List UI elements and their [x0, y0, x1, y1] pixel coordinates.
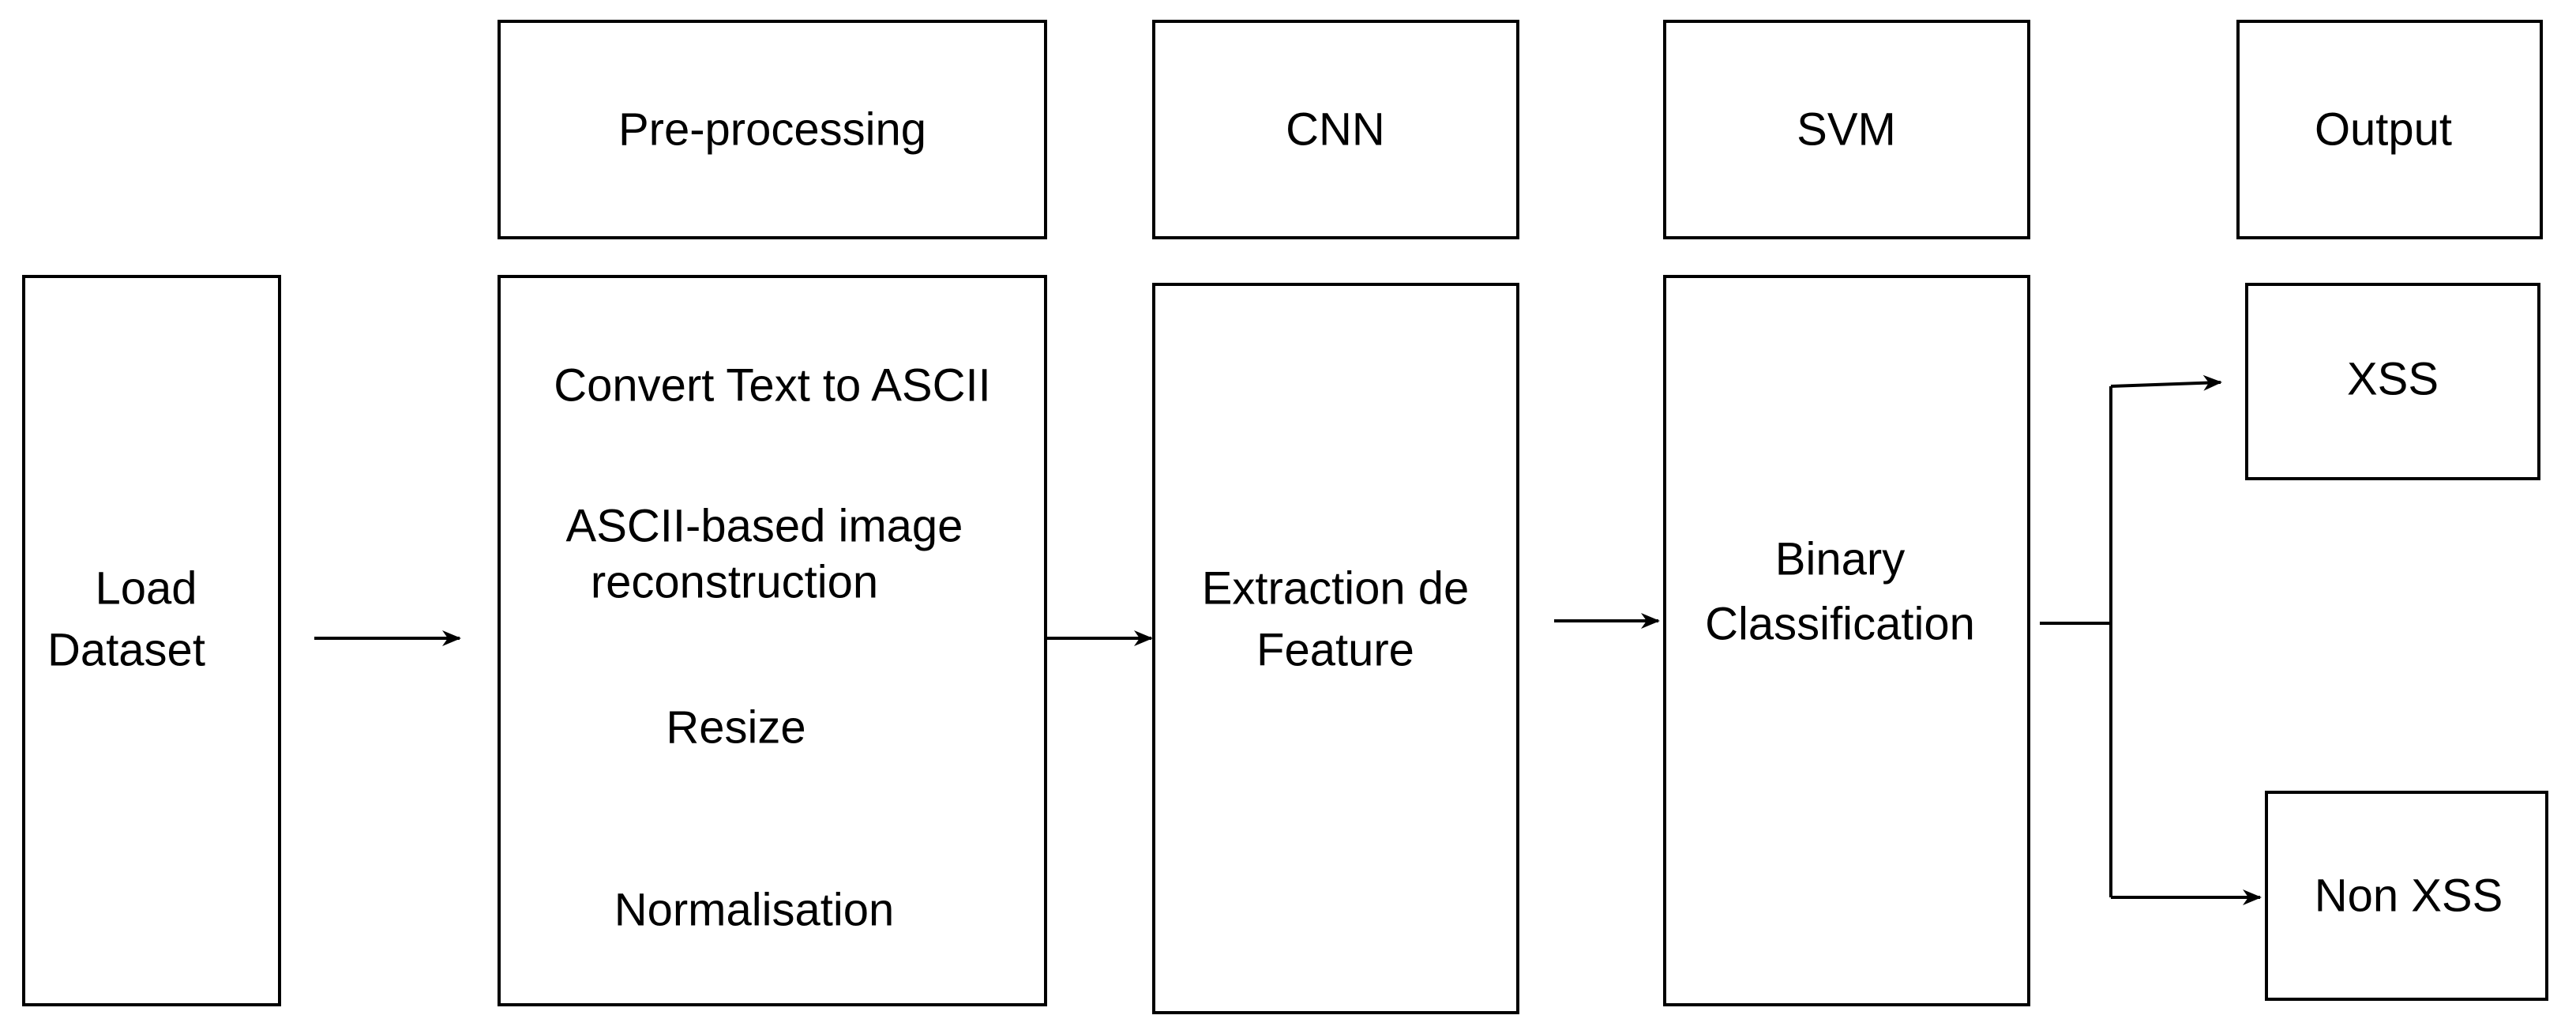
- cnn-line2: Feature: [1256, 625, 1414, 676]
- output-xss-box: XSS: [2245, 283, 2540, 480]
- step-reconstruction-line2: reconstruction: [591, 557, 878, 608]
- header-cnn-label: CNN: [1286, 104, 1385, 156]
- header-output-label: Output: [2315, 104, 2452, 156]
- cnn-box: Extraction de Feature: [1152, 283, 1519, 1014]
- output-non-xss-label: Non XSS: [2315, 870, 2503, 922]
- svm-box: Binary Classification: [1663, 275, 2030, 1006]
- step-reconstruction-line1: ASCII-based image: [566, 501, 963, 552]
- step-resize: Resize: [666, 702, 805, 754]
- load-dataset-box: Load Dataset: [22, 275, 281, 1006]
- header-preprocessing: Pre-processing: [498, 20, 1047, 239]
- preprocessing-box: Convert Text to ASCII ASCII-based image …: [498, 275, 1047, 1006]
- header-preprocessing-label: Pre-processing: [618, 104, 926, 156]
- header-cnn: CNN: [1152, 20, 1519, 239]
- header-svm: SVM: [1663, 20, 2030, 239]
- output-non-xss-box: Non XSS: [2265, 791, 2548, 1001]
- step-normalisation: Normalisation: [614, 885, 895, 936]
- svm-line2: Classification: [1705, 599, 1975, 650]
- cnn-line1: Extraction de: [1202, 563, 1470, 615]
- load-dataset-line1: Load: [95, 563, 197, 615]
- header-svm-label: SVM: [1797, 104, 1896, 156]
- output-xss-label: XSS: [2347, 354, 2439, 405]
- step-convert-text: Convert Text to ASCII: [554, 360, 990, 412]
- svm-line1: Binary: [1775, 534, 1905, 585]
- load-dataset-line2: Dataset: [47, 625, 205, 676]
- header-output: Output: [2236, 20, 2543, 239]
- arrow-to-xss: [2110, 374, 2222, 391]
